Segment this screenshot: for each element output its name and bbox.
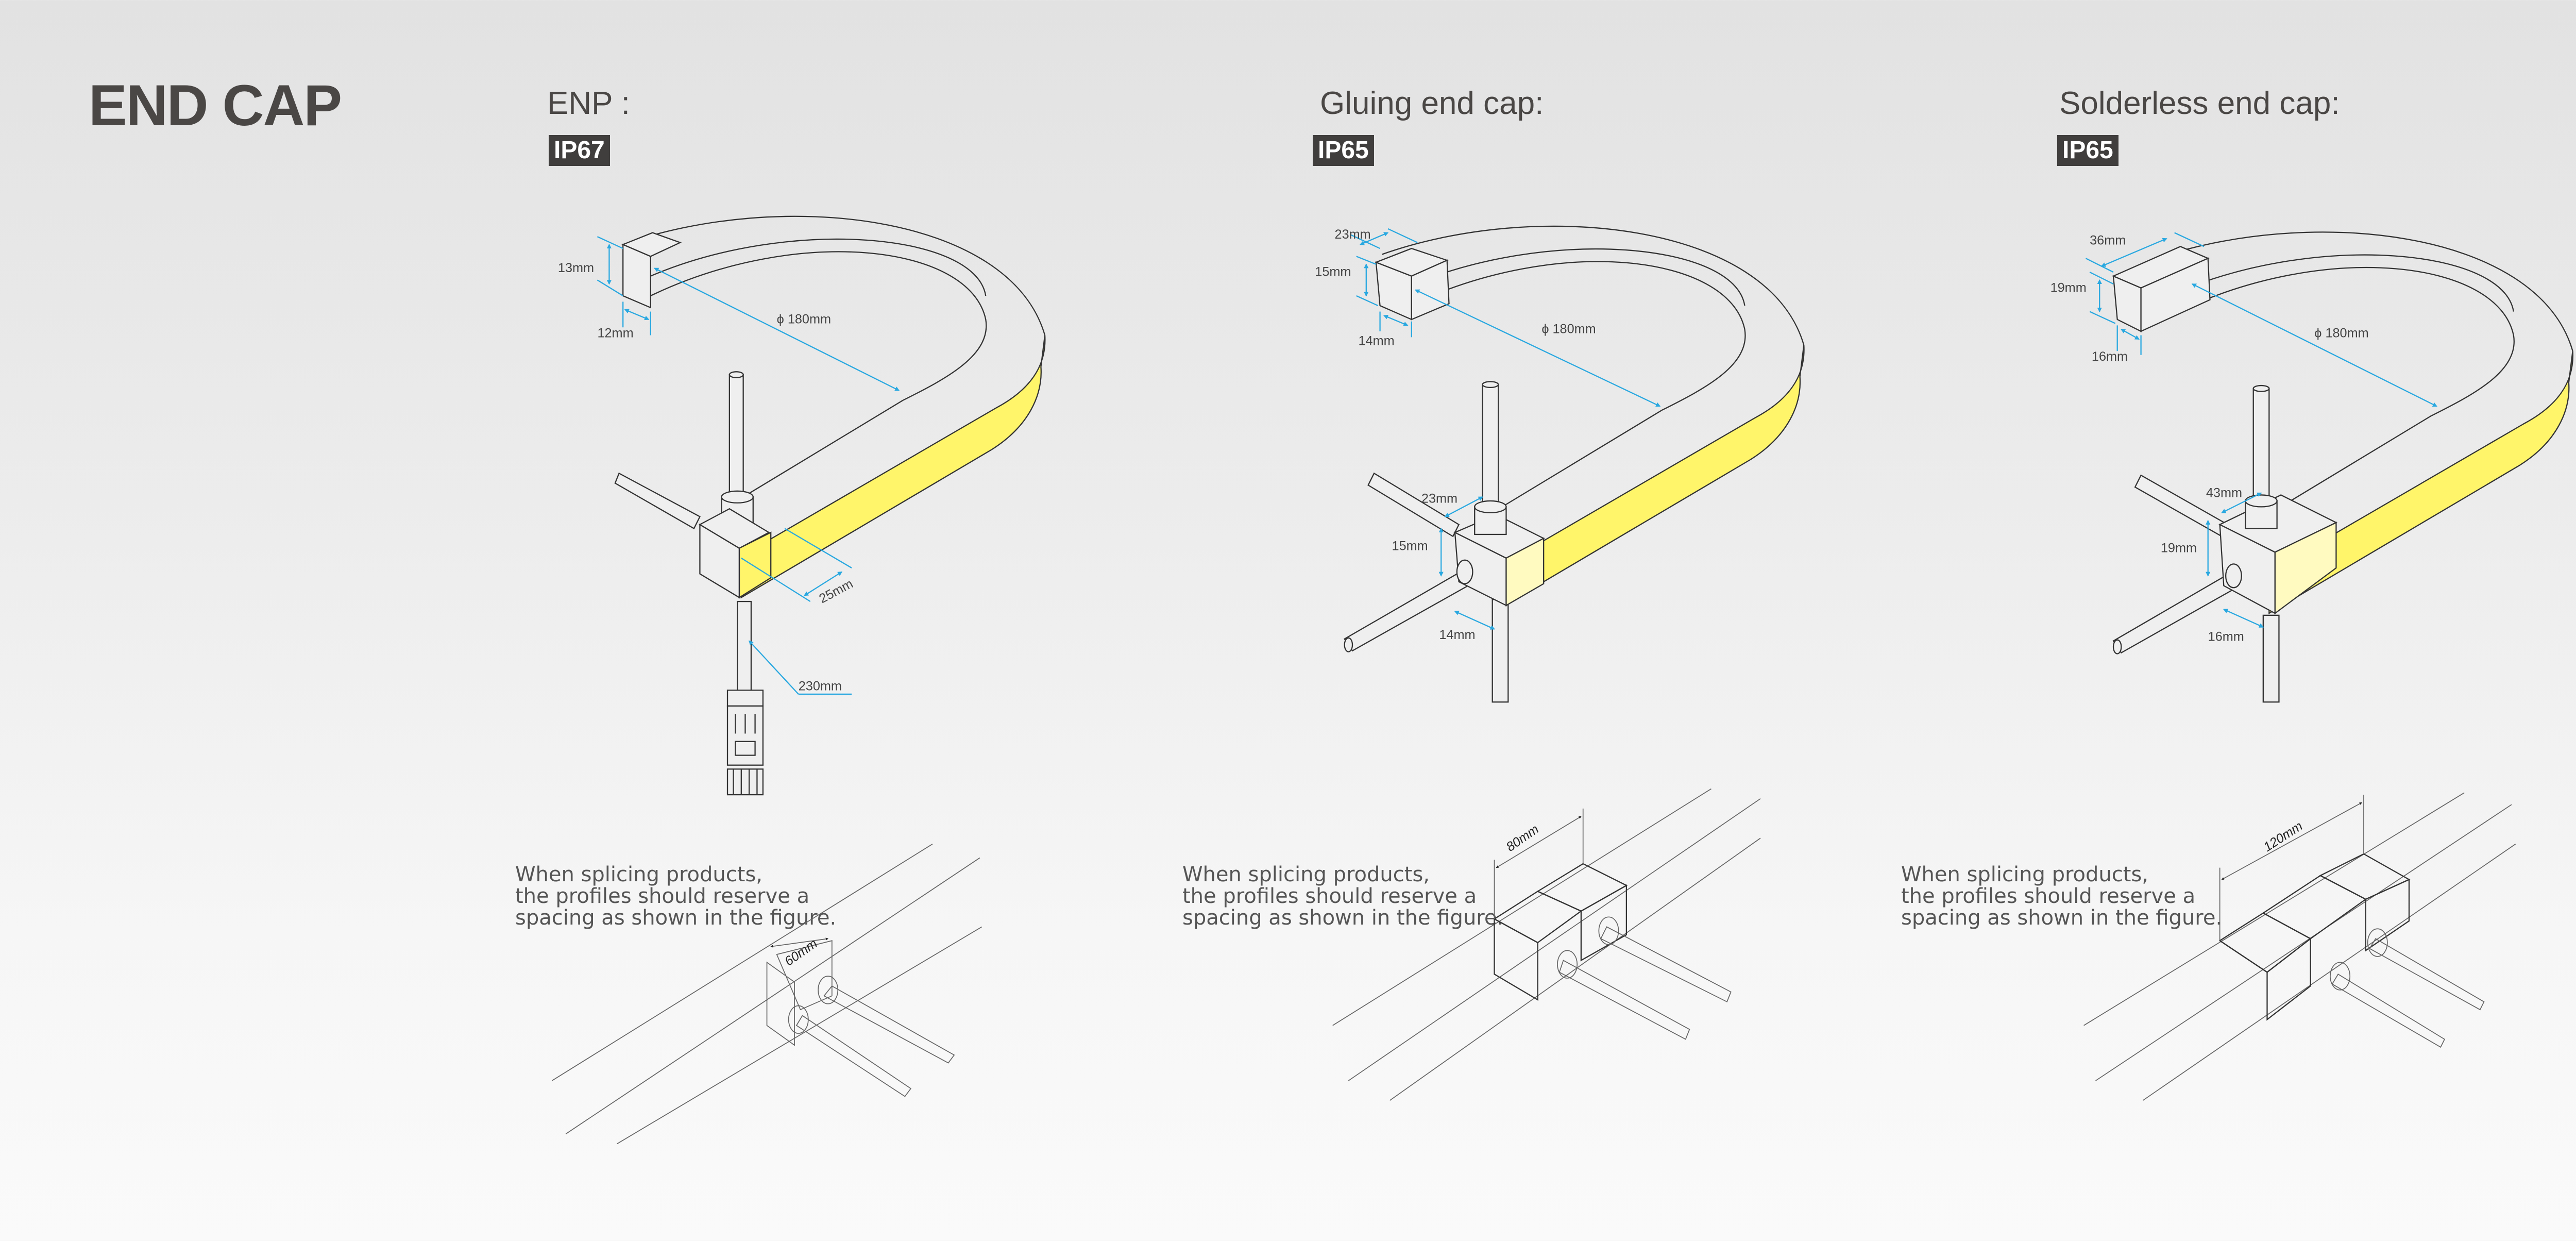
dim-label: 25mm bbox=[817, 577, 855, 607]
dim-label: ϕ 180mm bbox=[1541, 322, 1596, 337]
splice-drawing-gluing: 80mm bbox=[1332, 788, 1761, 1101]
splice-drawing-solderless: 120mm bbox=[2083, 792, 2516, 1101]
dim-label: ϕ 180mm bbox=[777, 312, 831, 327]
dim-label: 16mm bbox=[2092, 349, 2128, 364]
splice-drawing-enp: 60mm bbox=[552, 843, 982, 1145]
dim-label: 43mm bbox=[2206, 485, 2242, 500]
dim-label: 230mm bbox=[799, 679, 842, 693]
dim-label: 16mm bbox=[2208, 630, 2244, 644]
dim-label: 13mm bbox=[558, 261, 594, 275]
note-line: the profiles should reserve a bbox=[1182, 884, 1477, 908]
dim-label: 14mm bbox=[1358, 334, 1394, 348]
note-line: When splicing products, bbox=[1901, 863, 2148, 886]
dim-label: 23mm bbox=[1421, 492, 1458, 506]
ip-rating-badge: IP65 bbox=[1313, 135, 1374, 166]
ip-rating-badge: IP67 bbox=[549, 135, 610, 166]
note-line: When splicing products, bbox=[1182, 863, 1430, 886]
splice-note: When splicing products, the profiles sho… bbox=[1182, 864, 1503, 929]
page-title: END CAP bbox=[89, 73, 342, 138]
spacing-label: 60mm bbox=[782, 936, 820, 969]
dim-label: 15mm bbox=[1315, 265, 1351, 279]
dim-label: 19mm bbox=[2161, 541, 2197, 555]
note-line: When splicing products, bbox=[515, 863, 762, 886]
section-title-gluing: Gluing end cap: bbox=[1320, 86, 1544, 121]
enp-drawing: 13mm 12mm ϕ 180mm 25mm 230mm bbox=[558, 215, 1046, 796]
dim-label: ϕ 180mm bbox=[2314, 326, 2368, 340]
section-title-enp: ENP : bbox=[547, 86, 630, 121]
spacing-label: 80mm bbox=[1504, 822, 1542, 854]
note-line: the profiles should reserve a bbox=[515, 884, 810, 908]
gluing-end-cap-drawing: 23mm 15mm 14mm ϕ 180mm 23mm 15mm 14mm bbox=[1315, 225, 1805, 703]
note-line: spacing as shown in the figure. bbox=[1182, 906, 1504, 930]
dim-label: 12mm bbox=[597, 326, 633, 340]
dim-label: 19mm bbox=[2050, 280, 2087, 295]
note-line: the profiles should reserve a bbox=[1901, 884, 2196, 908]
ip-rating-badge: IP65 bbox=[2057, 135, 2119, 166]
note-line: spacing as shown in the figure. bbox=[515, 906, 837, 930]
dim-label: 15mm bbox=[1392, 539, 1428, 554]
dim-label: 36mm bbox=[2090, 233, 2126, 247]
solderless-end-cap-drawing: 36mm 19mm 16mm ϕ 180mm 43mm 19mm 16mm bbox=[2050, 231, 2574, 703]
dim-label: 23mm bbox=[1335, 227, 1371, 242]
splice-note: When splicing products, the profiles sho… bbox=[1901, 864, 2222, 929]
section-title-solderless: Solderless end cap: bbox=[2059, 86, 2340, 121]
note-line: spacing as shown in the figure. bbox=[1901, 906, 2223, 930]
dim-label: 14mm bbox=[1439, 628, 1475, 642]
spacing-label: 120mm bbox=[2261, 819, 2306, 854]
splice-note: When splicing products, the profiles sho… bbox=[515, 864, 836, 929]
